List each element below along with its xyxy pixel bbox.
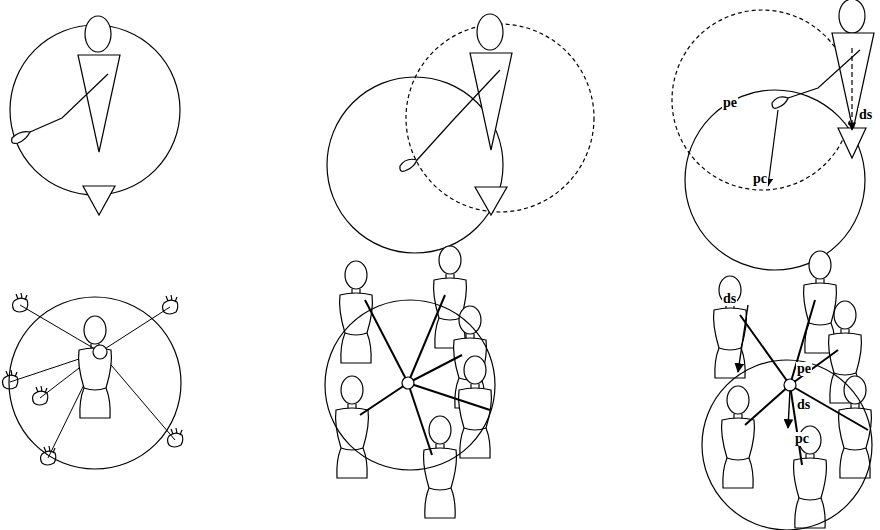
vector-label: pc: [794, 432, 810, 446]
vector-label: pc: [752, 172, 768, 186]
stick-figure-panel: [672, 0, 874, 270]
mannequin-panel: [325, 246, 495, 518]
vector-label: pe: [722, 96, 738, 110]
mannequin-panel: [3, 293, 183, 469]
mannequin-panel: [702, 251, 872, 530]
vector-label: ds: [722, 292, 737, 306]
vector-label: pe: [796, 362, 812, 376]
vector-label: ds: [858, 108, 873, 122]
vector-label: ds: [796, 398, 811, 412]
stick-figure-panel: [327, 14, 594, 253]
stick-figure-panel: [10, 16, 180, 215]
